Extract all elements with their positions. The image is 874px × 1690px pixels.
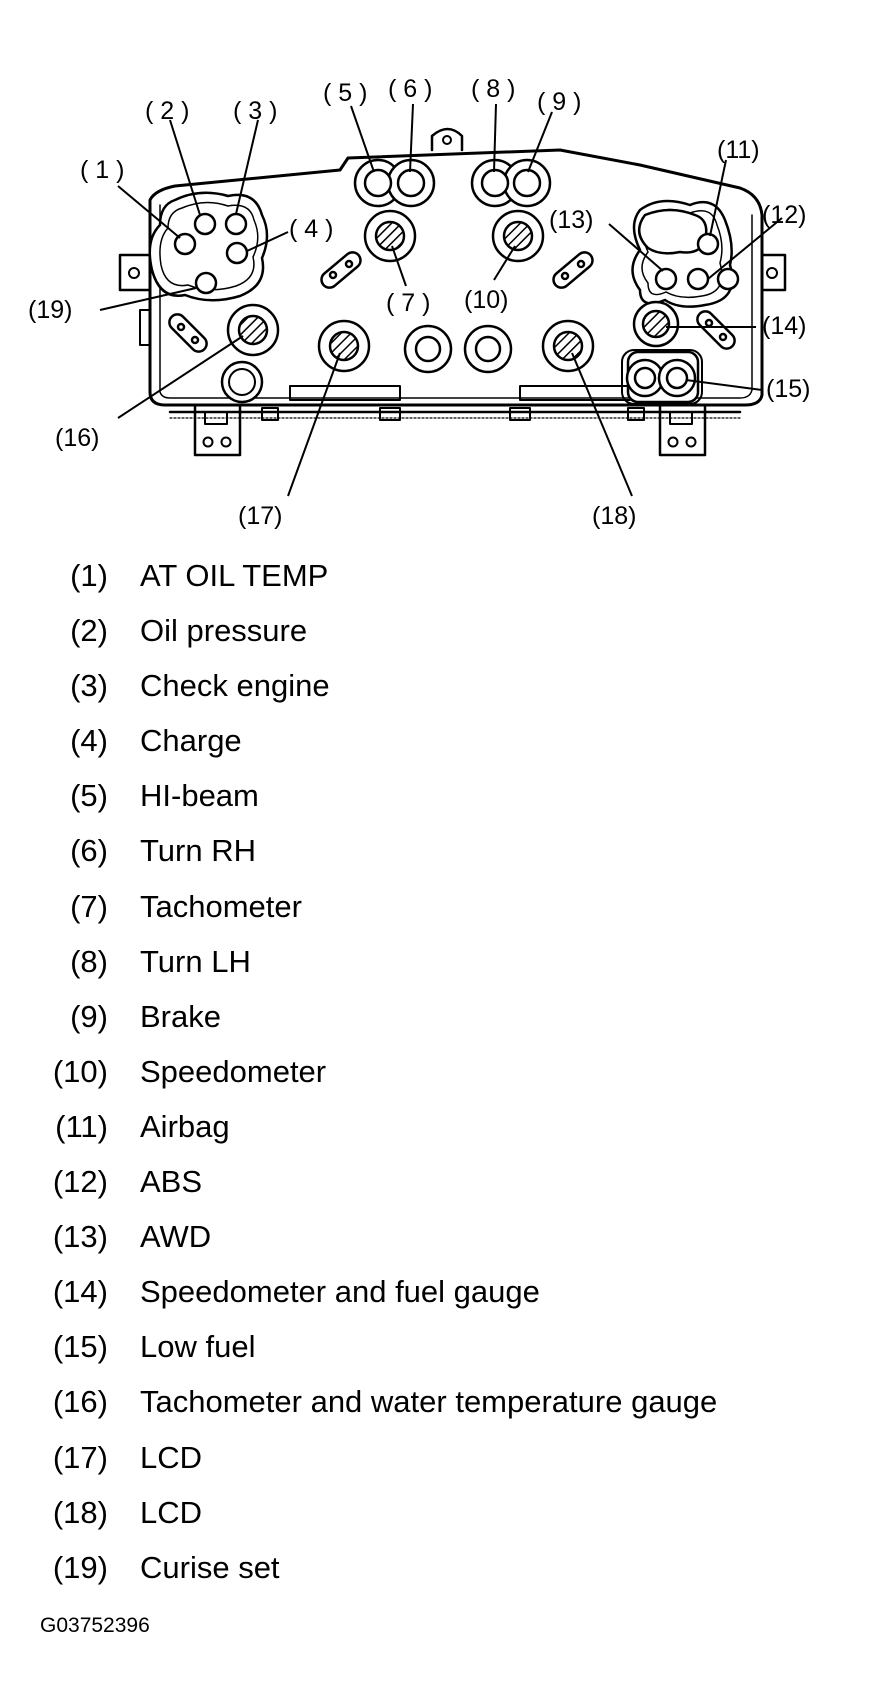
legend-label: Charge (140, 723, 242, 759)
legend-number: (2) (70, 613, 108, 649)
legend-label: ABS (140, 1164, 203, 1200)
callout-1: ( 1 ) (80, 156, 124, 184)
legend-number: (12) (52, 1164, 108, 1200)
legend-number: (8) (70, 943, 108, 979)
legend-number: (18) (52, 1494, 108, 1530)
callout-12: (12) (762, 201, 806, 229)
legend-item: (3) Check engine (0, 658, 874, 713)
callout-9: ( 9 ) (537, 88, 581, 116)
legend-item: (13) AWD (0, 1209, 874, 1264)
legend-number: (14) (52, 1274, 108, 1310)
legend-item: (18) LCD (0, 1485, 874, 1540)
legend-number: (19) (52, 1549, 108, 1585)
legend-label: Oil pressure (140, 613, 308, 649)
legend-item: (10) Speedometer (0, 1044, 874, 1099)
legend-item: (19) Curise set (0, 1540, 874, 1595)
callout-19: (19) (28, 296, 72, 324)
callout-7: ( 7 ) (386, 289, 430, 317)
legend-label: AWD (140, 1219, 212, 1255)
legend-item: (6) Turn RH (0, 823, 874, 878)
legend-item: (5) HI-beam (0, 768, 874, 823)
callout-14: (14) (762, 312, 806, 340)
callout-2: ( 2 ) (145, 97, 189, 125)
legend-label: Tachometer and water temperature gauge (140, 1384, 718, 1420)
bulb-socket-clusters (148, 158, 740, 405)
legend-list: (1) AT OIL TEMP (2) Oil pressure (3) Check … (0, 548, 874, 1595)
legend-label: Curise set (140, 1549, 280, 1585)
legend-label: Low fuel (140, 1329, 256, 1365)
callout-5: ( 5 ) (323, 79, 367, 107)
legend-label: Airbag (140, 1108, 230, 1144)
legend-number: (16) (52, 1384, 108, 1420)
legend-number: (7) (70, 888, 108, 924)
legend-number: (11) (55, 1108, 108, 1144)
legend-number: (15) (52, 1329, 108, 1365)
hatched-sockets (226, 209, 680, 373)
legend-number: (6) (70, 833, 108, 869)
legend-label: Tachometer (140, 888, 302, 924)
legend-label: AT OIL TEMP (140, 558, 329, 593)
legend-number: (5) (70, 778, 108, 814)
figure-code: G03752396 (40, 1614, 150, 1637)
callout-labels: ( 1 ) ( 2 ) ( 3 ) ( 4 ) ( 5 ) ( 6 ) ( 7 … (28, 75, 810, 530)
callout-8: ( 8 ) (471, 75, 515, 103)
callout-6: ( 6 ) (388, 75, 432, 103)
legend-number: (1) (70, 558, 108, 593)
combination-meter-diagram: ( 1 ) ( 2 ) ( 3 ) ( 4 ) ( 5 ) ( 6 ) ( 7 … (28, 75, 810, 530)
callout-11: (11) (717, 136, 760, 164)
legend-item: (1) AT OIL TEMP (0, 548, 874, 603)
legend-item: (7) Tachometer (0, 879, 874, 934)
legend-number: (4) (70, 723, 108, 759)
legend-number: (13) (52, 1219, 108, 1255)
legend-label: Turn LH (140, 943, 251, 979)
legend-number: (17) (52, 1439, 108, 1475)
legend-item: (2) Oil pressure (0, 603, 874, 658)
legend-item: (12) ABS (0, 1154, 874, 1209)
legend-item: (16) Tachometer and water temperature gau… (0, 1374, 874, 1429)
callout-10: (10) (464, 286, 508, 314)
callout-18: (18) (592, 502, 636, 530)
legend-label: Turn RH (140, 833, 256, 869)
legend-number: (3) (70, 668, 108, 704)
callout-17: (17) (238, 502, 282, 530)
callout-16: (16) (55, 424, 99, 452)
callout-15: (15) (766, 375, 810, 403)
legend-label: LCD (140, 1494, 203, 1530)
legend-item: (11) Airbag (0, 1099, 874, 1154)
callout-13: (13) (549, 206, 593, 234)
callout-4: ( 4 ) (289, 215, 333, 243)
legend-item: (8) Turn LH (0, 934, 874, 989)
callout-3: ( 3 ) (233, 97, 277, 125)
legend-label: Speedometer and fuel gauge (140, 1274, 540, 1310)
legend-label: Brake (140, 998, 221, 1034)
legend-label: Speedometer (140, 1053, 327, 1089)
legend-item: (17) LCD (0, 1430, 874, 1485)
legend-label: LCD (140, 1439, 203, 1475)
legend-item: (4) Charge (0, 713, 874, 768)
legend-item: (9) Brake (0, 989, 874, 1044)
legend-number: (10) (52, 1053, 108, 1089)
legend-item: (15) Low fuel (0, 1319, 874, 1374)
legend-label: Check engine (140, 668, 330, 704)
legend-number: (9) (70, 998, 108, 1034)
legend-label: HI-beam (140, 778, 259, 814)
legend-item: (14) Speedometer and fuel gauge (0, 1264, 874, 1319)
mounting-slots (168, 251, 736, 353)
leader-lines (99, 103, 783, 497)
